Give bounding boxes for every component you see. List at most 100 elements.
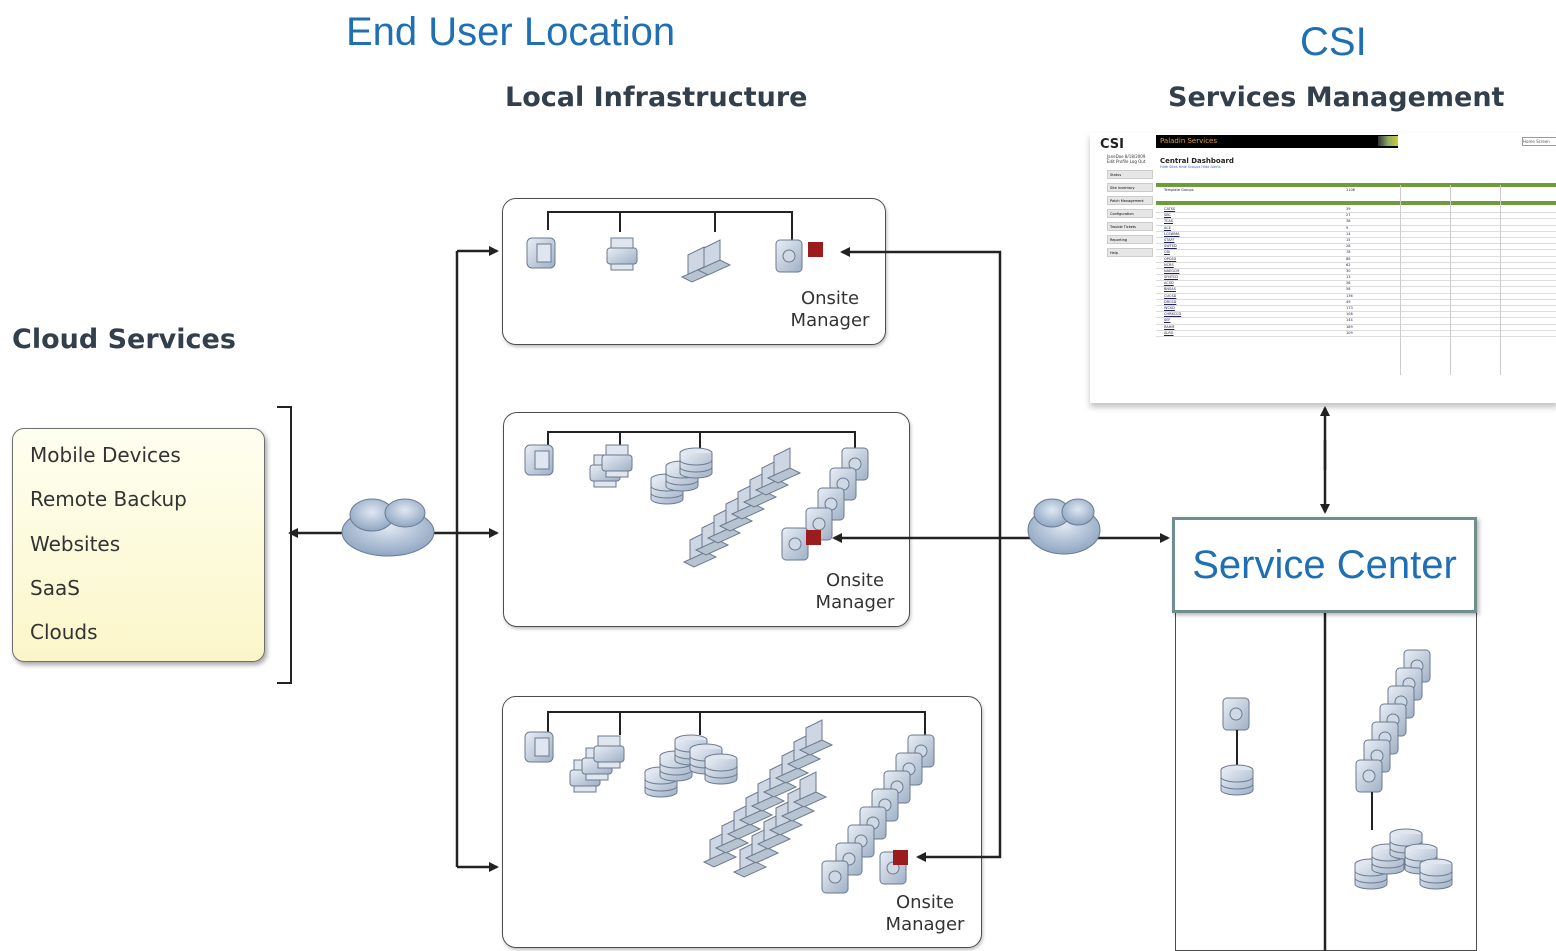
table-row[interactable]: TCAS 38 (1156, 219, 1556, 226)
site-name-link[interactable]: NCRS (1164, 262, 1174, 267)
site-name-link[interactable]: CBI (1164, 250, 1170, 255)
cloud-icon (1027, 498, 1101, 555)
central-dashboard-screenshot: CSI Paladin Services Home Screen Central… (1090, 133, 1556, 403)
site-name-link[interactable]: WCSD (1164, 306, 1175, 310)
profile-links[interactable]: Edit Profile Log Out (1107, 159, 1146, 164)
csi-logo: CSI (1100, 137, 1124, 152)
table-row[interactable]: SEF 144 (1156, 318, 1556, 325)
services-management-title: Services Management (1168, 82, 1505, 113)
site-name-link[interactable]: SBC (1164, 213, 1172, 218)
cloud-service-item: Mobile Devices (30, 443, 181, 467)
site-name-link[interactable]: LCSWMA (1164, 231, 1180, 236)
sites-header (1156, 201, 1556, 205)
site-name-link[interactable]: SWTED (1164, 244, 1177, 249)
dashboard-heading: Central Dashboard (1160, 157, 1234, 165)
table-row[interactable]: CUCSD 136 (1156, 294, 1556, 300)
manager-label-line: Manager (885, 914, 965, 935)
table-row[interactable]: ACE 9 (1156, 226, 1556, 232)
site-name-link[interactable]: DRCSD (1164, 299, 1177, 304)
site-name-link[interactable]: STAFF (1164, 237, 1175, 242)
site-device-count: 15 (1346, 237, 1351, 242)
site-name-link[interactable]: BNSAS (1164, 287, 1176, 292)
table-row[interactable]: ALRG 109 (1156, 331, 1556, 337)
group-row-name: Template Groups (1164, 188, 1194, 192)
menu-item-help[interactable]: Help (1107, 248, 1153, 257)
site-device-count: 13 (1346, 275, 1351, 280)
end-user-location-title: End User Location (346, 10, 676, 54)
table-row[interactable]: ACSD 36 (1156, 281, 1556, 288)
table-row[interactable]: CHRKCCD 108 (1156, 312, 1556, 319)
dashboard-title-bar: Paladin Services (1156, 135, 1398, 148)
grid-line (1450, 185, 1451, 375)
dashboard-banner-image (1378, 136, 1398, 146)
groups-header (1156, 183, 1556, 187)
site-name-link[interactable]: CHRKCCD (1164, 312, 1182, 317)
table-row[interactable]: OPCSD 88 (1156, 257, 1556, 263)
manager-label-line: Manager (815, 592, 895, 613)
csi-title: CSI (1300, 20, 1367, 64)
site-name-link[interactable]: SEF (1164, 318, 1171, 323)
table-row[interactable]: RAHM 189 (1156, 325, 1556, 331)
site-name-link[interactable]: CATSS (1164, 207, 1176, 211)
site-device-count: 38 (1346, 219, 1351, 224)
onsite-manager-label: Onsite Manager (780, 288, 880, 332)
cloud-service-item: Websites (30, 531, 121, 556)
site-name-link[interactable]: NAEGCM (1164, 268, 1180, 273)
site-name-link[interactable]: RAHM (1164, 324, 1175, 329)
cloud-service-item: Remote Backup (30, 487, 187, 512)
site-device-count: 30 (1346, 268, 1351, 273)
site-device-count: 27 (1346, 213, 1351, 218)
menu-item-patch-management[interactable]: Patch Management (1107, 196, 1153, 205)
menu-item-trouble-tickets[interactable]: Trouble Tickets (1107, 222, 1153, 231)
site-name-link[interactable]: SFNTCD (1164, 275, 1178, 280)
user-info: JaneDoe 8/18/2009 (1107, 154, 1146, 159)
site-name-link[interactable]: ALRG (1164, 330, 1174, 335)
group-row-devices: 1106 (1346, 188, 1355, 192)
table-row[interactable]: SWTED 28 (1156, 244, 1556, 251)
manager-label-line: Manager (790, 310, 870, 331)
site-name-link[interactable]: ACSD (1164, 281, 1174, 286)
site-device-count: 36 (1346, 281, 1351, 286)
cloud-services-title: Cloud Services (12, 324, 236, 355)
site-device-count: 9 (1346, 225, 1349, 230)
site-name-link[interactable]: ACE (1164, 225, 1171, 230)
cloud-icon (341, 498, 435, 557)
table-row[interactable]: NAEGCM 30 (1156, 268, 1556, 276)
onsite-manager-label: Onsite Manager (875, 892, 975, 936)
service-center-box: Service Center (1172, 517, 1477, 613)
site-device-count: 49 (1346, 299, 1351, 304)
grid-line (1400, 185, 1401, 375)
table-row[interactable]: DRCSD 49 (1156, 300, 1556, 306)
menu-item-reporting[interactable]: Reporting (1107, 235, 1153, 244)
site-device-count: 136 (1346, 293, 1353, 298)
cloud-services-list: Mobile Devices Remote Backup Websites Sa… (12, 428, 265, 662)
site-name-link[interactable]: CUCSD (1164, 293, 1177, 298)
grid-line (1500, 185, 1501, 375)
table-row[interactable]: STAFF 15 (1156, 237, 1556, 245)
table-row[interactable]: SFNTCD 13 (1156, 275, 1556, 282)
menu-item-site-inventory[interactable]: Site Inventory (1107, 183, 1153, 192)
site-device-count: 189 (1346, 324, 1353, 329)
home-screen-select[interactable]: Home Screen (1522, 137, 1556, 146)
table-row[interactable]: NCRS 62 (1156, 263, 1556, 269)
menu-item-configuration[interactable]: Configuration (1107, 209, 1153, 218)
menu-item-status[interactable]: Status (1107, 170, 1153, 179)
site-name-link[interactable]: OPCSD (1164, 256, 1177, 261)
local-infrastructure-title: Local Infrastructure (505, 82, 808, 113)
dashboard-sub-links[interactable]: Hide Sites Hide Groups Hide Alerts (1160, 165, 1221, 169)
site-name-link[interactable]: TCAS (1164, 219, 1173, 224)
site-device-count: 144 (1346, 318, 1353, 323)
site-device-count: 109 (1346, 330, 1353, 335)
site-device-count: 88 (1346, 256, 1351, 261)
table-row[interactable]: SBC 27 (1156, 213, 1556, 220)
site-device-count: 62 (1346, 262, 1351, 267)
site-device-count: 108 (1346, 312, 1353, 317)
site-device-count: 28 (1346, 244, 1351, 249)
